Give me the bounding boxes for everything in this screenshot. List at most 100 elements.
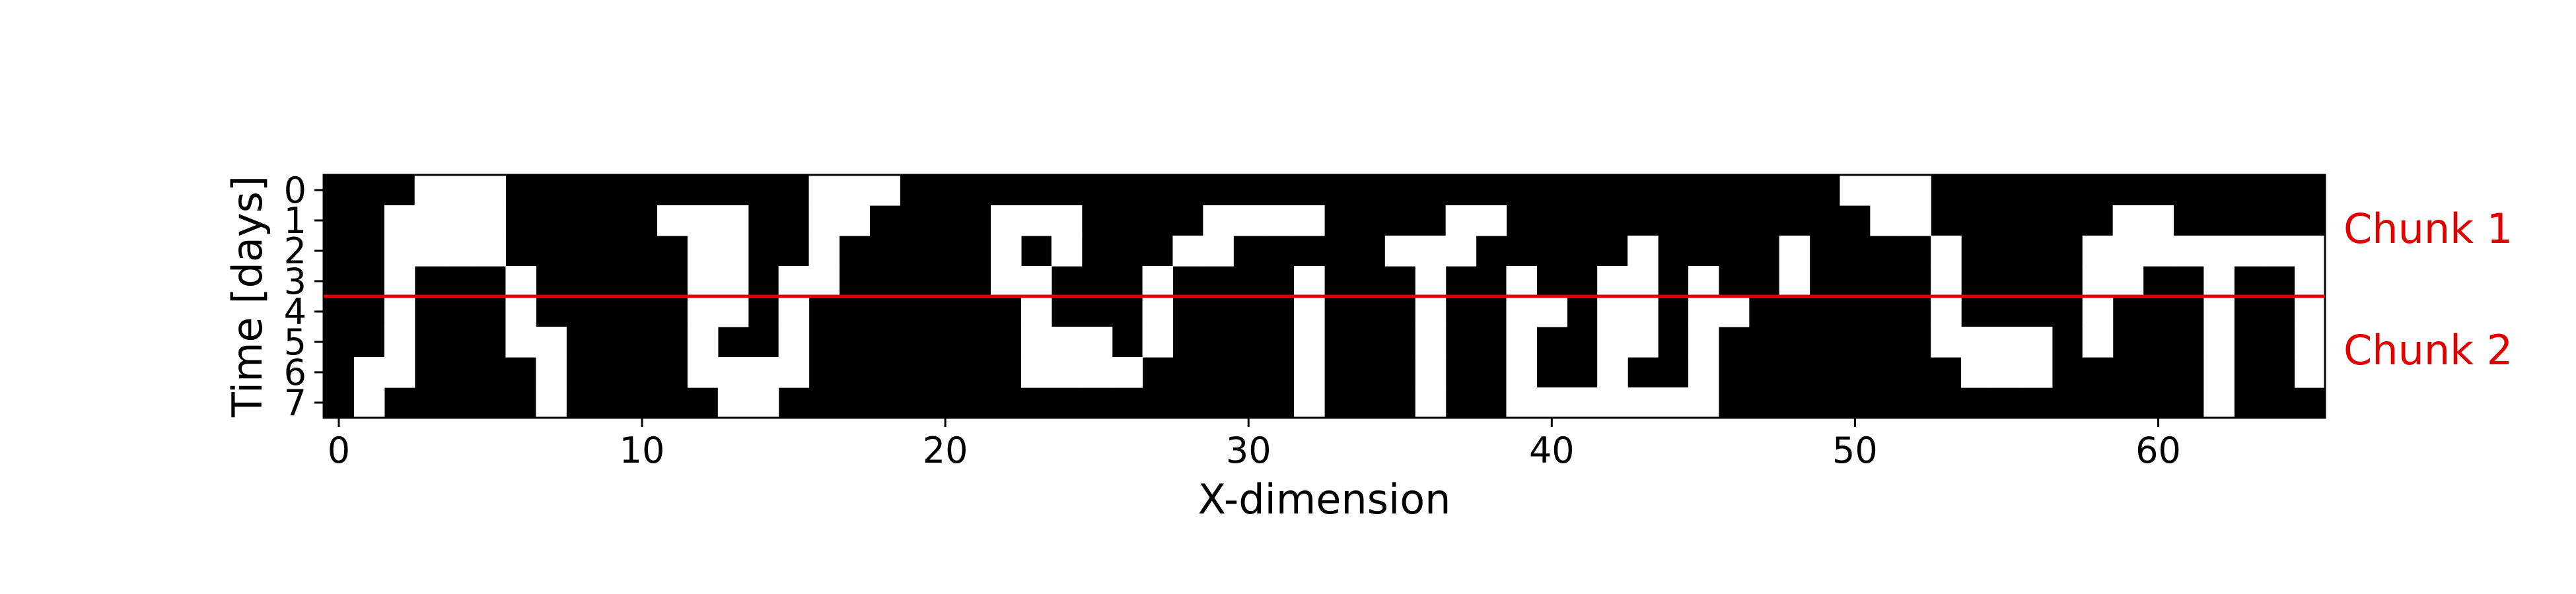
heatmap-cell <box>808 205 840 236</box>
heatmap-cell <box>1961 357 1992 388</box>
heatmap-cell <box>2295 357 2326 388</box>
heatmap-cell <box>2021 357 2053 388</box>
x-tick-label: 10 <box>620 430 665 471</box>
heatmap-cell <box>991 236 1022 267</box>
heatmap-cell <box>2082 266 2114 297</box>
heatmap-cell <box>2112 236 2144 267</box>
heatmap-cell <box>1020 357 1052 388</box>
heatmap-cell <box>687 205 719 236</box>
heatmap-cell <box>1931 266 1962 297</box>
heatmap-cell <box>748 357 779 388</box>
heatmap-cell <box>991 205 1022 236</box>
heatmap-cell <box>1112 357 1143 388</box>
heatmap-cell <box>1051 236 1083 267</box>
heatmap-cell <box>475 175 507 206</box>
heatmap-cell <box>1172 236 1203 267</box>
y-tick-label: 2 <box>284 230 306 272</box>
heatmap-cell <box>687 357 719 388</box>
heatmap-cell <box>505 266 536 297</box>
heatmap-cell <box>1870 205 1901 236</box>
heatmap-cell <box>1688 387 1719 418</box>
heatmap-cell <box>1688 296 1719 327</box>
heatmap-cell <box>2143 205 2174 236</box>
heatmap-cell <box>1991 357 2022 388</box>
heatmap-cell <box>1445 205 1477 236</box>
x-tick-label: 50 <box>1832 430 1878 471</box>
heatmap-cell <box>1931 296 1962 327</box>
y-axis-label: Time [days] <box>223 176 271 418</box>
heatmap-cell <box>384 327 415 358</box>
heatmap-cell <box>717 387 749 418</box>
heatmap-cell <box>1415 266 1447 297</box>
heatmap-cell <box>717 357 749 388</box>
heatmap-cell <box>1900 175 1931 206</box>
y-tick-label: 6 <box>284 352 306 393</box>
heatmap-cell <box>1779 266 1810 297</box>
heatmap-cell <box>991 266 1022 297</box>
heatmap-cell <box>1294 387 1325 418</box>
x-tick-label: 20 <box>923 430 968 471</box>
heatmap-cell <box>2082 296 2114 327</box>
heatmap-cell <box>2112 205 2144 236</box>
heatmap-cell <box>1506 387 1537 418</box>
heatmap-cell <box>1203 205 1234 236</box>
heatmap-cell <box>687 327 719 358</box>
heatmap-cell <box>1991 327 2022 358</box>
heatmap-cell <box>353 387 385 418</box>
y-tick-label: 0 <box>284 170 306 211</box>
heatmap-cell <box>2021 327 2053 358</box>
heatmap-cell <box>748 387 779 418</box>
heatmap-cell <box>2203 387 2235 418</box>
heatmap-cell <box>1142 327 1174 358</box>
heatmap-cell <box>1597 327 1628 358</box>
heatmap-cell <box>2295 327 2326 358</box>
heatmap-cell <box>1142 296 1174 327</box>
heatmap-cell <box>1020 205 1052 236</box>
heatmap-cell <box>1264 205 1295 236</box>
heatmap-cell <box>414 205 446 236</box>
heatmap-cell <box>1294 327 1325 358</box>
heatmap-cell <box>1476 205 1507 236</box>
heatmap-cell <box>414 236 446 267</box>
heatmap-cell <box>808 266 840 297</box>
chunk-2-label: Chunk 2 <box>2343 326 2513 374</box>
heatmap-cell <box>1051 327 1083 358</box>
heatmap-cell <box>1658 387 1689 418</box>
heatmap-cell <box>1294 296 1325 327</box>
heatmap-cell <box>687 296 719 327</box>
heatmap-cell <box>1415 357 1447 388</box>
heatmap-cell <box>505 327 536 358</box>
heatmap-cell <box>717 296 749 327</box>
heatmap-cell <box>657 205 688 236</box>
heatmap-cell <box>1415 327 1447 358</box>
heatmap-cell <box>839 205 870 236</box>
heatmap-cell <box>1142 266 1174 297</box>
heatmap-cell <box>2082 327 2114 358</box>
heatmap-cell <box>1536 296 1567 327</box>
heatmap-cell <box>1567 387 1598 418</box>
heatmap-cell <box>1931 236 1962 267</box>
heatmap-cell <box>1294 357 1325 388</box>
heatmap-cell <box>384 236 415 267</box>
heatmap-cell <box>1020 296 1052 327</box>
heatmap-cell <box>778 296 810 327</box>
heatmap-cell <box>353 357 385 388</box>
heatmap-cell <box>1506 357 1537 388</box>
heatmap-cell <box>2264 236 2295 267</box>
heatmap-cell <box>445 236 476 267</box>
heatmap-cell <box>839 175 870 206</box>
heatmap-cell <box>778 266 810 297</box>
heatmap-cell <box>1688 357 1719 388</box>
heatmap-cell <box>687 266 719 297</box>
x-tick-label: 30 <box>1226 430 1271 471</box>
heatmap-cell <box>1628 387 1659 418</box>
heatmap-cell <box>1779 236 1810 267</box>
heatmap-cell <box>445 205 476 236</box>
heatmap-cell <box>1536 387 1567 418</box>
heatmap-cell <box>445 175 476 206</box>
heatmap-cell <box>1020 327 1052 358</box>
heatmap-cell <box>1870 175 1901 206</box>
heatmap-cell <box>475 236 507 267</box>
